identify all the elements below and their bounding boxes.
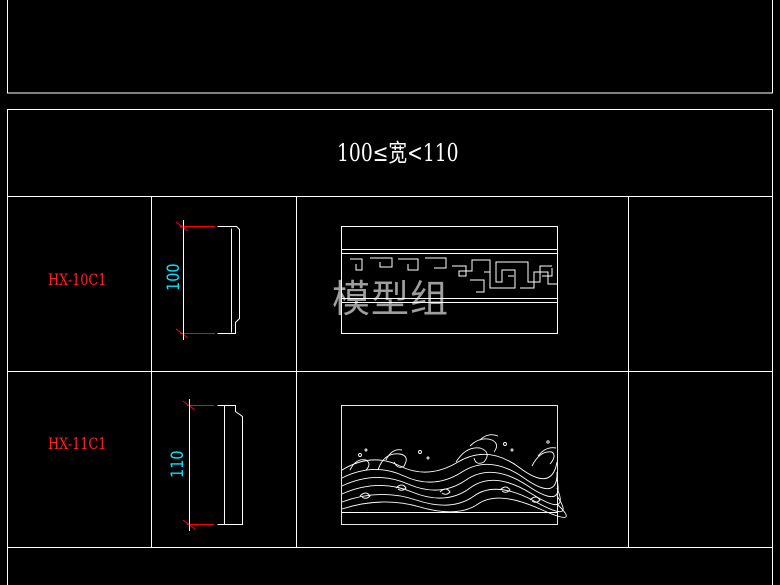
product-code-label: HX-11C1: [48, 434, 107, 453]
profile-section-hx-10c1: [175, 220, 240, 340]
height-dimension-label: 100: [164, 263, 184, 291]
watermark-text: 模型组: [332, 277, 450, 321]
product-code-label: HX-10C1: [48, 270, 107, 289]
table-frame: [7, 109, 773, 585]
elevation-wave-pattern: [341, 405, 567, 525]
elevation-fret-pattern: [341, 226, 558, 334]
width-range-title: 100≤宽<110: [337, 139, 459, 167]
height-dimension-label: 110: [168, 450, 188, 478]
top-panel-frame: [7, 0, 773, 94]
profile-section-hx-11c1: [182, 399, 243, 531]
